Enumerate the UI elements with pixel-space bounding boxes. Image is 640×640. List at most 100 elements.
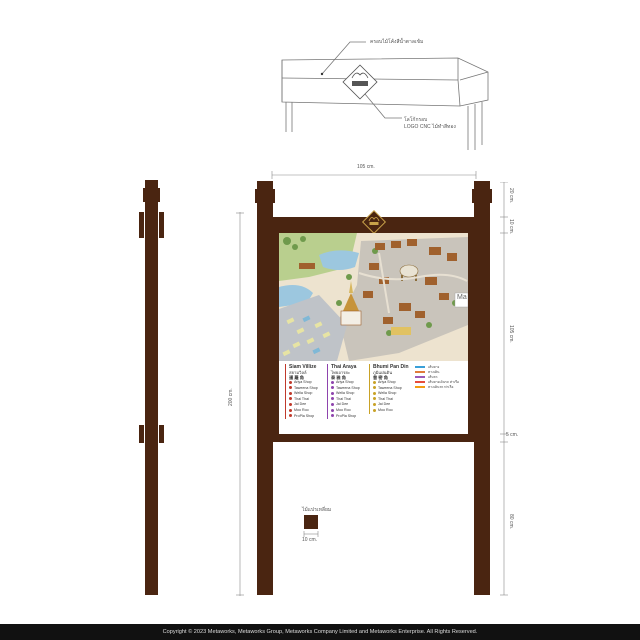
dim-frame-top: 10 cm.: [508, 219, 514, 235]
legend-dot-icon: [331, 397, 334, 401]
front-bottom-beam: [273, 434, 474, 442]
legend-item: Taweena Shop: [289, 386, 327, 392]
legend-item: Wella Shop: [289, 391, 327, 397]
legend-dot-icon: [289, 414, 292, 418]
legend-route-item: เส้นทางเดินรถ ท่าเรือ: [415, 380, 467, 385]
legend-column-subtitle: ภูมิแผ่นดิน: [373, 370, 393, 375]
legend-item-label: Moo Roo: [294, 407, 309, 412]
legend-dot-icon: [331, 408, 334, 412]
legend-route-label: เส้นรถ: [428, 375, 438, 379]
legend-column-subtitle: ไทยอารยะ: [331, 370, 351, 375]
legend-item: ProPla Shop: [331, 414, 369, 420]
side-post-bracket-top-r: [159, 212, 164, 238]
legend-column-cjk: 暹 羅 角: [289, 375, 304, 380]
side-post-bracket-bottom-r: [159, 425, 164, 443]
side-post-shaft: [145, 202, 158, 595]
legend-dot-icon: [289, 402, 292, 406]
dim-leg-height: 80 cm.: [508, 514, 514, 530]
legend-column-cjk: 普 密 角: [373, 375, 388, 380]
legend-item-label: Moo Roo: [336, 407, 351, 412]
section-dim-line: [303, 531, 319, 537]
overall-height-label: 200 cm.: [228, 388, 234, 406]
legend-column-title: Bhumi Pan Din: [373, 364, 409, 370]
lintel-perspective-sketch: [281, 41, 489, 150]
dim-bottom-gap: 5 cm.: [506, 432, 519, 438]
legend-dot-icon: [373, 397, 376, 401]
legend-route-item: ทางเดินรถ ท่าเรือ: [415, 385, 467, 390]
overall-height-dim-line: [236, 212, 244, 596]
route-line-icon: [415, 376, 425, 378]
section-label: ไม้แปรเหลี่ยม: [302, 507, 332, 513]
lintel-logo-emblem: [342, 64, 378, 100]
legend-dot-icon: [331, 391, 334, 395]
legend-item: Ariya Shop: [373, 380, 411, 386]
copyright-footer: Copyright © 2023 Metaworks, Metaworks Gr…: [0, 624, 640, 640]
legend-route-item: เส้นทาง: [415, 365, 467, 370]
map-elephant: [399, 264, 419, 281]
legend-dot-icon: [289, 380, 292, 384]
legend-dot-icon: [331, 414, 334, 418]
front-frame-left: [273, 233, 279, 434]
legend-item-label: Thai Thai: [336, 396, 351, 401]
route-line-icon: [415, 386, 425, 388]
legend-item: Jai Dee: [331, 402, 369, 408]
legend-route-label: เส้นทางเดินรถ ท่าเรือ: [428, 380, 459, 384]
front-left-post-cap: [257, 181, 273, 189]
side-post-cap: [145, 180, 158, 188]
legend-item-label: Taweena Shop: [294, 385, 318, 390]
legend-item: Thai Thai: [331, 397, 369, 403]
side-post-collar: [143, 188, 160, 202]
map-illustration: [279, 233, 468, 361]
front-right-post-collar: [472, 189, 492, 203]
legend-item-label: Wella Shop: [336, 391, 355, 396]
right-dimension-lines: [500, 182, 508, 596]
legend-route-item: ทางเดิน: [415, 370, 467, 375]
legend-route-label: ทางเดิน: [428, 370, 440, 374]
legend-item: ProPla Shop: [289, 414, 327, 420]
legend-item-label: Ariya Shop: [336, 380, 354, 384]
legend-item-label: Thai Thai: [378, 396, 393, 401]
map-temple: [340, 281, 362, 326]
side-post-bracket-top: [139, 212, 144, 238]
legend-item-label: Ariya Shop: [294, 380, 312, 384]
legend-column-cjk: 泰 雅 角: [331, 375, 346, 380]
dim-board-height: 105 cm.: [508, 325, 514, 343]
legend-column-subtitle: สยามวิลล์: [289, 370, 307, 375]
legend-item: Jai Dee: [289, 402, 327, 408]
lintel-callout-cnc-1: โลโก้กรอบ: [404, 117, 428, 123]
front-right-post-cap: [474, 181, 490, 189]
route-line-icon: [415, 371, 425, 373]
section-size: 10 cm.: [302, 537, 318, 543]
width-dimension-line: [271, 171, 477, 179]
front-logo-emblem: [361, 209, 387, 235]
legend-item-label: Jai Dee: [378, 402, 391, 407]
legend-item-label: Thai Thai: [294, 396, 309, 401]
legend-dot-icon: [289, 397, 292, 401]
legend-dot-icon: [373, 402, 376, 406]
legend-item-label: ProPla Shop: [336, 413, 357, 418]
section-square: [304, 515, 318, 529]
dim-width: 105 cm.: [357, 164, 375, 170]
legend-dot-icon: [373, 386, 376, 390]
legend-dot-icon: [289, 408, 292, 412]
legend-item-label: Wella Shop: [378, 391, 397, 396]
legend-item-label: Taweena Shop: [336, 385, 360, 390]
legend-dot-icon: [373, 380, 376, 384]
legend-item: Thai Thai: [373, 397, 411, 403]
legend-dot-icon: [331, 402, 334, 406]
dim-post-top: 20 cm.: [508, 188, 514, 204]
legend-item-label: Wella Shop: [294, 391, 313, 396]
front-right-post: [474, 203, 490, 595]
legend-item-label: Jai Dee: [294, 402, 307, 407]
lintel-callout-top: ครอบไม้โค้งสีน้ำตาลเข้ม: [370, 39, 424, 45]
legend-item: Moo Roo: [373, 408, 411, 414]
legend-item-label: Taweena Shop: [378, 385, 402, 390]
map-sign-text: Ma: [457, 294, 467, 301]
route-line-icon: [415, 381, 425, 383]
legend-column-title: Siam Villize: [289, 364, 317, 370]
legend-item: Thai Thai: [289, 397, 327, 403]
